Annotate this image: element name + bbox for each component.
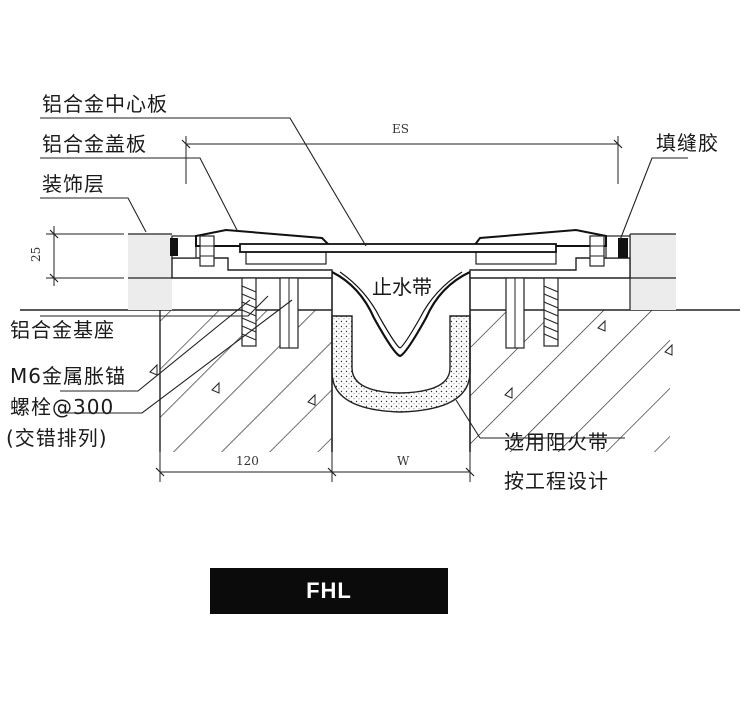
edge-clip-left (199, 235, 215, 267)
dimension-es-label: ES (392, 122, 409, 136)
dimension-w-label: W (397, 454, 410, 468)
label-anchor-line1: M6金属胀锚 (10, 364, 126, 388)
edge-clip-right (589, 235, 605, 267)
anchor-bolt-right-a (505, 277, 525, 349)
fire-barrier (331, 315, 471, 413)
label-firestop-line2: 按工程设计 (504, 469, 609, 493)
center-plate (239, 243, 557, 253)
label-center-plate: 铝合金中心板 (42, 92, 168, 116)
label-firestop-line1: 选用阻火带 (504, 430, 609, 454)
dimension-25-label: 25 (29, 247, 43, 262)
label-cover-plate: 铝合金盖板 (42, 132, 147, 156)
anchor-bolt-left-b (279, 277, 299, 349)
anchor-bolt-left-a (241, 277, 257, 347)
finish-layer-left (128, 233, 172, 310)
dimension-bottom (155, 452, 475, 482)
label-filler: 填缝胶 (656, 131, 719, 155)
cover-plate-left (195, 228, 333, 265)
label-base: 铝合金基座 (10, 318, 115, 342)
leader-lines (40, 117, 688, 439)
dimension-25 (46, 226, 124, 286)
caption-label: FHL (306, 578, 352, 603)
label-finish-layer: 装饰层 (42, 172, 105, 196)
filler-sealant (170, 238, 628, 258)
label-anchor-line2: 螺栓@300 (10, 395, 114, 419)
label-anchor-line3: (交错排列) (6, 426, 108, 450)
dimension-120-label: 120 (236, 454, 259, 468)
anchor-bolt-right-b (543, 277, 559, 347)
label-waterstop: 止水带 (372, 275, 432, 299)
dimension-es (181, 136, 623, 184)
caption-box: FHL (210, 568, 448, 614)
waterstop (331, 271, 471, 358)
finish-layer-right (629, 233, 676, 310)
cover-plate-right (472, 228, 607, 265)
